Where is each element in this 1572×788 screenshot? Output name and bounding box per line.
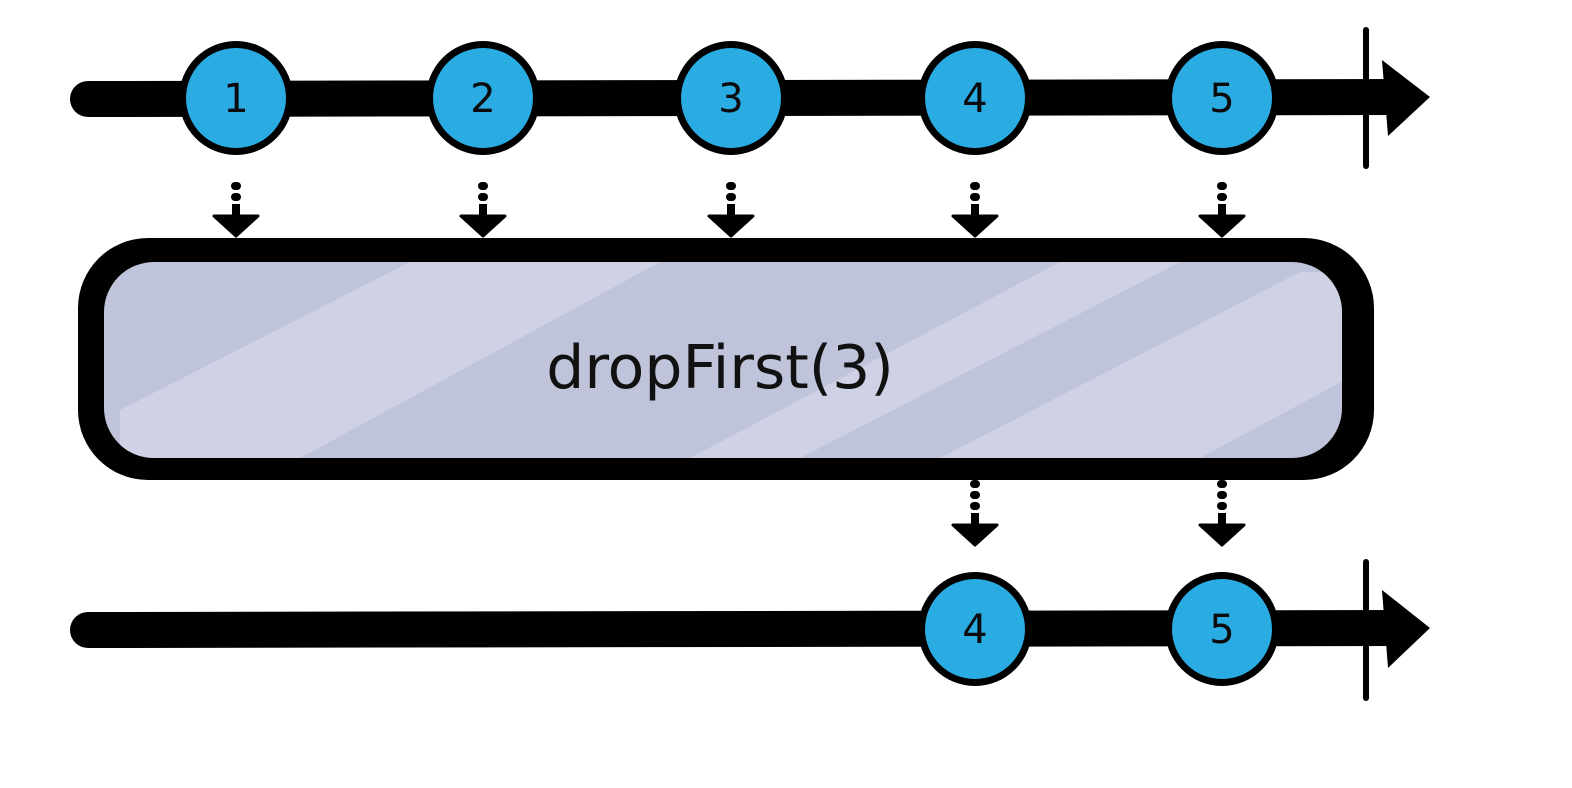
arrow-shaft (727, 204, 735, 220)
operator-label: dropFirst(3) (546, 333, 894, 403)
input-arrow (951, 182, 999, 238)
marble-label: 4 (962, 607, 987, 653)
arrow-dash (231, 193, 241, 201)
input-marble: 1 (179, 41, 293, 155)
marble-body (1172, 579, 1272, 679)
input-arrow (707, 182, 755, 238)
input-marbles: 1 2 3 4 5 (179, 41, 1279, 155)
arrow-dash (726, 193, 736, 201)
input-stream: 1 2 3 4 5 (70, 27, 1430, 238)
arrow-head (459, 214, 507, 238)
output-timeline-arrowhead (1382, 590, 1430, 668)
marble-body (925, 579, 1025, 679)
arrow-dash (1217, 182, 1227, 190)
arrow-shaft (479, 204, 487, 220)
operator-box-stripes (120, 262, 1342, 458)
output-marble: 4 (918, 572, 1032, 686)
arrow-head (951, 523, 999, 547)
input-marble: 2 (426, 41, 540, 155)
marble-body (433, 48, 533, 148)
arrow-shaft (1218, 513, 1226, 529)
input-marble: 5 (1165, 41, 1279, 155)
arrow-head (212, 214, 260, 238)
marble-label: 2 (470, 76, 495, 122)
marble-body (186, 48, 286, 148)
input-arrow (212, 182, 260, 238)
arrow-shaft (232, 204, 240, 220)
arrow-head (1198, 214, 1246, 238)
arrow-dash (1217, 502, 1227, 510)
input-arrow (1198, 182, 1246, 238)
input-marble: 4 (918, 41, 1032, 155)
arrow-dash (1217, 193, 1227, 201)
input-arrows (212, 182, 1246, 238)
arrow-dash (1217, 480, 1227, 488)
marble-body (925, 48, 1025, 148)
arrow-dash (970, 480, 980, 488)
arrow-dash (231, 182, 241, 190)
output-marble: 5 (1165, 572, 1279, 686)
marble-body (681, 48, 781, 148)
marble-label: 4 (962, 76, 987, 122)
arrow-dash (970, 491, 980, 499)
marble-body (1172, 48, 1272, 148)
marble-label: 3 (718, 76, 743, 122)
arrow-dash (478, 182, 488, 190)
arrow-head (951, 214, 999, 238)
arrow-shaft (971, 204, 979, 220)
input-marble: 3 (674, 41, 788, 155)
operator-box: dropFirst(3) (78, 238, 1374, 480)
marble-label: 5 (1209, 76, 1234, 122)
output-arrow (1198, 480, 1246, 547)
arrow-head (707, 214, 755, 238)
output-arrow (951, 480, 999, 547)
output-arrows (951, 480, 1246, 547)
arrow-dash (1217, 491, 1227, 499)
marble-label: 5 (1209, 607, 1234, 653)
arrow-dash (478, 193, 488, 201)
arrow-head (1198, 523, 1246, 547)
arrow-dash (970, 502, 980, 510)
arrow-dash (726, 182, 736, 190)
marble-label: 1 (223, 76, 248, 122)
input-timeline-arrowhead (1382, 60, 1430, 136)
arrow-dash (970, 182, 980, 190)
input-arrow (459, 182, 507, 238)
arrow-shaft (971, 513, 979, 529)
arrow-shaft (1218, 204, 1226, 220)
arrow-dash (970, 193, 980, 201)
